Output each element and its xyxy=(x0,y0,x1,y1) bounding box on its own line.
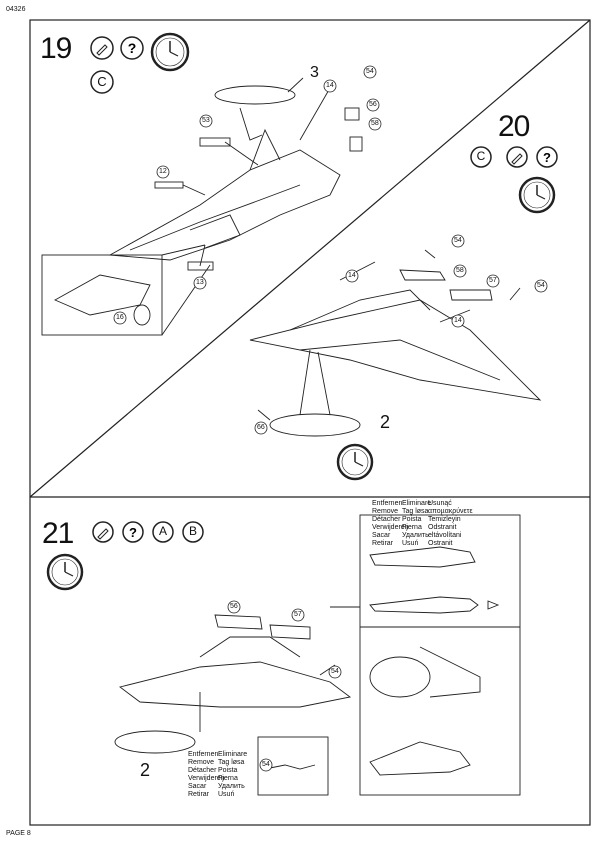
legend-text: Удалить xyxy=(218,783,245,790)
legend-text: Entfernen xyxy=(188,751,219,758)
callout-part: 66 xyxy=(257,424,265,431)
callout-part: 12 xyxy=(159,168,167,175)
aircraft-sketch-19 xyxy=(41,65,382,336)
legend-text: Détacher xyxy=(188,767,217,774)
callout-part: 3 xyxy=(310,64,319,81)
step-19: 19 ? C xyxy=(40,32,382,336)
callout-part: 57 xyxy=(489,277,497,284)
callout-part: 56 xyxy=(230,603,238,610)
question-icon: ? xyxy=(122,521,144,543)
step-number: 20 xyxy=(498,110,530,143)
step-number: 19 xyxy=(40,32,72,65)
legend-text: Fjerna xyxy=(218,775,238,782)
decal-icon: C xyxy=(470,146,492,168)
legend-text: Usuń xyxy=(402,540,419,547)
legend-text: Retirar xyxy=(188,791,210,798)
callout-part: 14 xyxy=(326,82,334,89)
document-code: 04326 xyxy=(6,6,26,13)
legend-text: Remove xyxy=(372,508,399,515)
legend-text: Ostranit xyxy=(428,540,453,547)
legend-text: Remove xyxy=(188,759,215,766)
legend-text: Verwijderen xyxy=(372,524,409,531)
legend-text: Fjerna xyxy=(402,524,422,531)
legend-text: Entfernen xyxy=(372,500,403,507)
callout-part: 54 xyxy=(262,761,270,768)
callout-part: 56 xyxy=(369,101,377,108)
glue-icon xyxy=(92,521,114,543)
step-20: 20 C ? xyxy=(249,110,558,481)
callout-part: 2 xyxy=(140,760,151,780)
aircraft-sketch-20 xyxy=(249,234,548,481)
decal-letter: C xyxy=(476,149,486,163)
legend-col-1: Entfernen Remove Détacher Verwijderen Sa… xyxy=(372,500,416,548)
callout-part: 58 xyxy=(371,120,379,127)
aircraft-sketch-21 xyxy=(114,514,521,796)
glue-icon xyxy=(90,36,114,60)
decal-a-icon: A xyxy=(152,521,174,543)
svg-text:?: ? xyxy=(129,525,137,540)
legend-text: Détacher xyxy=(372,516,401,523)
question-icon: ? xyxy=(536,146,558,168)
legend-text: αποµακρύνετε xyxy=(428,508,473,515)
svg-text:?: ? xyxy=(543,150,551,165)
decal-letter: B xyxy=(188,524,197,538)
legend-col-1: Entfernen Remove Détacher Verwijderen Sa… xyxy=(188,751,225,799)
question-icon: ? xyxy=(120,36,144,60)
legend-text: Odstranit xyxy=(428,524,457,531)
legend-text: Eliminare xyxy=(402,500,432,507)
decal-icon: C xyxy=(90,70,114,94)
legend-text: Temizleyin xyxy=(428,516,461,523)
legend-col-2: Eliminare Tag løsa Poista Fjerna Удалить… xyxy=(218,751,247,799)
legend-text: Sacar xyxy=(188,783,207,790)
glue-icon xyxy=(506,146,528,168)
callout-part: 58 xyxy=(456,267,464,274)
legend-text: Tag løsa xyxy=(402,508,429,515)
decal-b-icon: B xyxy=(182,521,204,543)
legend-text: Retirar xyxy=(372,540,394,547)
legend-text: Usunąć xyxy=(428,500,452,507)
legend-text: Poista xyxy=(218,767,238,774)
callout-part: 2 xyxy=(380,412,391,432)
callout-part: 54 xyxy=(454,237,462,244)
callout-part: 53 xyxy=(202,117,210,124)
step-21: 21 ? A B Entfernen Remove Détacher Verwi… xyxy=(0,497,600,827)
callout-part: 54 xyxy=(331,668,339,675)
clock-icon xyxy=(46,553,84,591)
legend-col-2: Eliminare Tag løsa Poista Fjerna Удалить… xyxy=(402,500,444,548)
legend-text: Tag løsa xyxy=(218,759,245,766)
callout-part: 54 xyxy=(537,282,545,289)
legend-text: Sacar xyxy=(372,532,391,539)
callout-part: 54 xyxy=(366,68,374,75)
clock-icon xyxy=(150,32,190,72)
callout-part: 14 xyxy=(454,317,462,324)
legend-text: Usuń xyxy=(218,791,235,798)
legend-text: Verwijderen xyxy=(188,775,225,782)
clock-icon xyxy=(518,176,556,214)
decal-letter: C xyxy=(97,74,107,89)
callout-part: 13 xyxy=(196,279,204,286)
decal-letter: A xyxy=(158,524,167,538)
legend-text: Eliminare xyxy=(218,751,248,758)
page-number: PAGE 8 xyxy=(6,830,31,837)
callout-part: 14 xyxy=(348,272,356,279)
callout-part: 16 xyxy=(116,314,124,321)
svg-text:?: ? xyxy=(128,40,137,56)
legend-text: eltávolítani xyxy=(428,532,462,539)
step-number: 21 xyxy=(42,517,74,550)
legend-text: Poista xyxy=(402,516,422,523)
legend-col-3: Usunąć αποµακρύνετε Temizleyin Odstranit… xyxy=(428,500,488,548)
legend-text: Удалить xyxy=(402,532,429,539)
callout-part: 57 xyxy=(294,611,302,618)
